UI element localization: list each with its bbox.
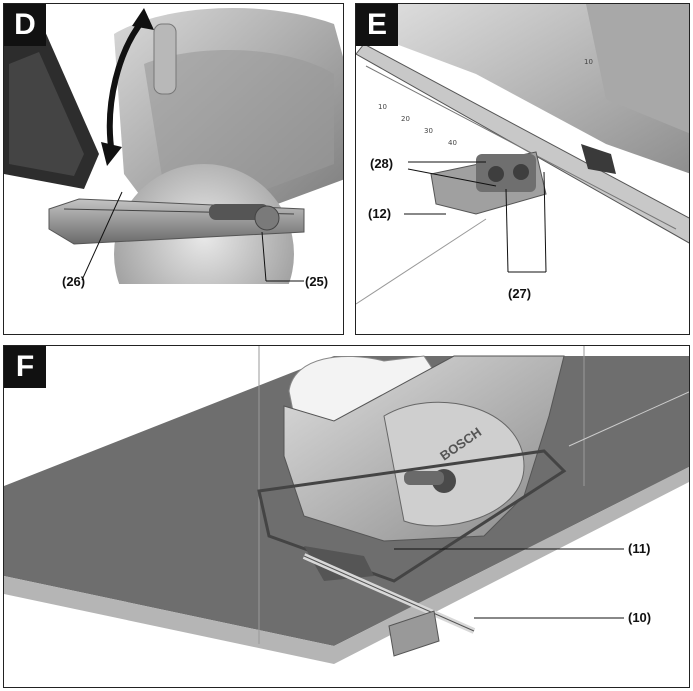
scale-tick-labels: 10 20 30 40 10 — [378, 58, 593, 147]
callout-27: (27) — [508, 286, 532, 301]
svg-text:30: 30 — [424, 127, 433, 135]
parallel-guide-illustration: 10 20 30 40 10 — [356, 4, 689, 305]
callout-28: (28) — [370, 156, 394, 171]
svg-text:10: 10 — [378, 103, 387, 111]
panel-letter-d: D — [4, 4, 46, 46]
svg-text:20: 20 — [401, 115, 410, 123]
figure-panel-e: 10 20 30 40 10 E (28) (12) (27) — [355, 3, 690, 335]
callout-11: (11) — [628, 541, 651, 556]
saw-depth-adjust-illustration — [4, 7, 343, 334]
panel-letter-e: E — [356, 4, 398, 46]
callout-25: (25) — [305, 274, 329, 289]
callout-26: (26) — [62, 274, 86, 289]
figure-panel-d: D (26) (25) — [3, 3, 344, 335]
saw-cut-with-guide-illustration: BOSCH — [4, 346, 689, 664]
figure-panel-f: BOSCH F (11) (10) — [3, 345, 690, 688]
svg-text:40: 40 — [448, 139, 457, 147]
callout-10: (10) — [628, 610, 652, 625]
svg-text:10: 10 — [584, 58, 593, 66]
callout-12: (12) — [368, 206, 392, 221]
panel-letter-f: F — [4, 346, 46, 388]
